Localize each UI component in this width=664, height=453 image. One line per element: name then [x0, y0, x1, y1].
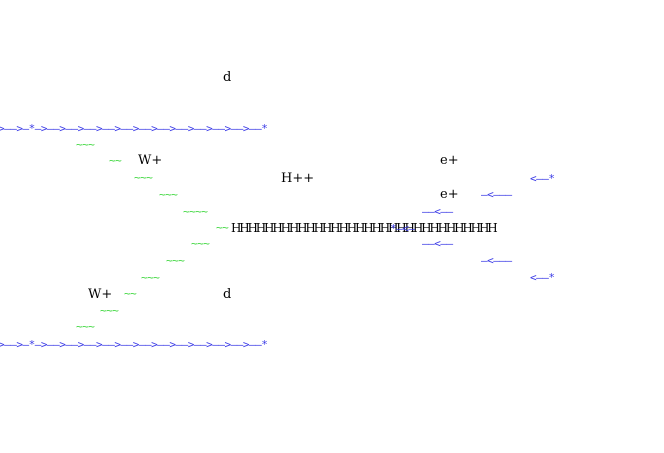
lepton-line-bottom-a: <——* — [530, 271, 555, 284]
lepton-line-top-b: —<——— — [481, 188, 512, 201]
higgs-propagator: HHHHHHHHHHHHHHHHHHHHHHHHHHHHHHHH — [231, 221, 498, 235]
lepton-line-top-c: ——<—— — [422, 205, 453, 218]
w-boson-top-seg: ~~ — [109, 154, 122, 167]
w-boson-top-seg: ~~~ — [159, 188, 178, 201]
w-boson-bottom-seg: ~~~ — [166, 254, 185, 267]
label-d-bottom: d — [223, 287, 232, 302]
lepton-line-bottom-c: ——<—— — [422, 237, 453, 250]
label-positron-bottom: e+ — [440, 187, 459, 202]
lepton-line-bottom-b: —<——— — [481, 254, 512, 267]
lepton-line-top-a: <——* — [530, 172, 555, 185]
w-boson-bottom-seg: ~~~ — [191, 237, 210, 250]
label-d-top: d — [223, 70, 232, 85]
label-higgs: H++ — [281, 171, 315, 186]
higgs-vertex-right: *—<— — [390, 222, 415, 235]
w-boson-bottom-seg: ~~ — [124, 287, 137, 300]
w-boson-top-seg: ~~~ — [76, 138, 95, 151]
w-boson-top-seg: ~~ — [216, 221, 229, 234]
label-positron-top: e+ — [440, 153, 459, 168]
label-w-top: W+ — [138, 153, 163, 168]
w-boson-top-seg: ~~~ — [134, 171, 153, 184]
w-boson-bottom-seg: ~~~ — [76, 320, 95, 333]
quark-line-top: >——>—*—>——>——>——>——>——>——>——>——>——>——>——… — [0, 122, 268, 135]
w-boson-bottom-seg: ~~~ — [100, 304, 119, 317]
w-boson-top-seg: ~~~~ — [183, 205, 208, 218]
label-w-bottom: W+ — [88, 287, 113, 302]
quark-line-bottom: >——>—*—>——>——>——>——>——>——>——>——>——>——>——… — [0, 338, 268, 351]
w-boson-bottom-seg: ~~~ — [141, 271, 160, 284]
